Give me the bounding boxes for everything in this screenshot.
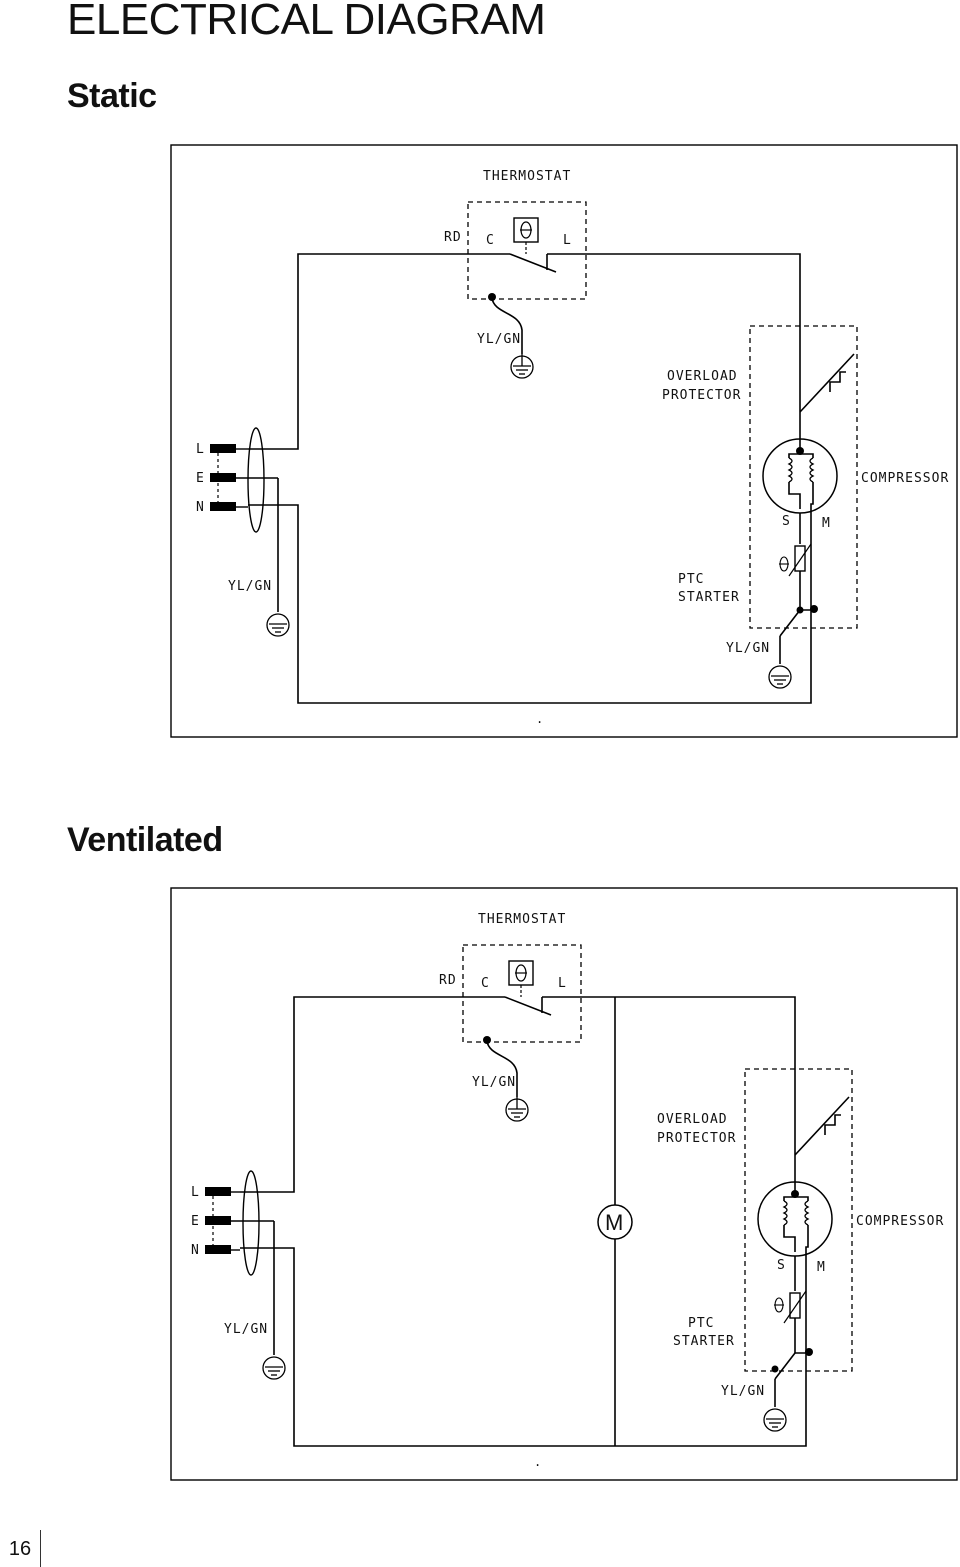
- plug-n-label: N: [191, 1243, 200, 1258]
- plug-pins-icon: [205, 1170, 274, 1276]
- compressor-yl-gn-label: YL/GN: [726, 641, 770, 656]
- thermostat-yl-gn-label: YL/GN: [472, 1075, 516, 1090]
- ptc-junction-node: [810, 605, 818, 613]
- ptc-label-line2: STARTER: [678, 590, 740, 605]
- plug-earth-icon: [266, 613, 290, 637]
- plug-l-label: L: [191, 1185, 200, 1200]
- thermostat-earth-node: [483, 1036, 491, 1044]
- live-wire: [248, 253, 510, 450]
- live-wire: [240, 996, 505, 1193]
- overload-label-line1: OVERLOAD: [667, 369, 738, 384]
- l-contact-label: L: [558, 976, 567, 991]
- page-title: ELECTRICAL DIAGRAM: [67, 0, 546, 44]
- thermostat-earth-icon: [505, 1097, 529, 1122]
- compressor-earth-lead: [779, 609, 801, 637]
- neutral-wire: [248, 504, 812, 704]
- ptc-starter-icon: [779, 543, 812, 577]
- diagram-frame: [170, 887, 958, 1481]
- c-label: C: [481, 976, 490, 991]
- ptc-label-line2: STARTER: [673, 1334, 735, 1349]
- rd-label: RD: [439, 973, 457, 988]
- compressor-label: COMPRESSOR: [856, 1214, 944, 1229]
- ptc-to-m-wire: [799, 571, 811, 611]
- thermostat-sensor-icon: [508, 960, 534, 997]
- thermostat-earth-node: [488, 293, 496, 301]
- thermostat-sensor-icon: [513, 217, 539, 254]
- compressor-earth-icon: [768, 665, 792, 689]
- thermostat-dashed-box: [467, 201, 587, 300]
- ptc-label-line1: PTC: [688, 1316, 714, 1331]
- l-contact-label: L: [563, 233, 572, 248]
- m-terminal-label: M: [822, 516, 831, 531]
- plug-yl-gn-label: YL/GN: [224, 1322, 268, 1337]
- static-wiring-diagram: THERMOSTAT RD C L YL/GN OVERLOAD PROTECT…: [170, 144, 958, 738]
- plug-earth-icon: [262, 1356, 286, 1380]
- page-number: 16: [8, 1538, 32, 1560]
- overload-label-line2: PROTECTOR: [657, 1131, 736, 1146]
- diagram-frame: [170, 144, 958, 738]
- overload-protector-icon: [794, 1096, 850, 1156]
- thermostat-label: THERMOSTAT: [483, 169, 571, 184]
- static-section-title: Static: [67, 77, 157, 115]
- page-number-divider: [40, 1530, 41, 1567]
- compressor-earth-node: [771, 1365, 779, 1373]
- thermostat-label: THERMOSTAT: [478, 912, 566, 927]
- ptc-to-m-wire: [794, 1318, 806, 1354]
- overload-label-line2: PROTECTOR: [662, 388, 741, 403]
- ptc-junction-node: [805, 1348, 813, 1356]
- fan-motor-label: M: [605, 1210, 623, 1235]
- compressor-yl-gn-label: YL/GN: [721, 1384, 765, 1399]
- rd-label: RD: [444, 230, 462, 245]
- thermostat-yl-gn-label: YL/GN: [477, 332, 521, 347]
- plug-l-label: L: [196, 442, 205, 457]
- thermostat-earth-lead: [486, 1040, 518, 1097]
- compressor-earth-lead: [774, 1352, 796, 1380]
- fan-motor-icon: [597, 1204, 633, 1240]
- thermostat-to-compressor-wire: [542, 996, 796, 1155]
- thermostat-to-compressor-wire: [547, 253, 801, 412]
- neutral-wire: [240, 1247, 807, 1447]
- diagram-footer-mark: .: [536, 712, 543, 726]
- plug-pins-icon: [210, 427, 278, 533]
- compressor-dashed-box: [749, 325, 858, 629]
- thermostat-switch: [509, 253, 557, 273]
- compressor-motor-icon: [762, 438, 838, 514]
- thermostat-earth-lead: [491, 297, 523, 354]
- s-terminal-label: S: [777, 1258, 786, 1273]
- thermostat-dashed-box: [462, 944, 582, 1043]
- ptc-label-line1: PTC: [678, 572, 704, 587]
- plug-n-label: N: [196, 500, 205, 515]
- ventilated-section-title: Ventilated: [67, 821, 223, 859]
- ptc-starter-icon: [774, 1290, 807, 1324]
- plug-yl-gn-label: YL/GN: [228, 579, 272, 594]
- overload-protector-icon: [799, 353, 855, 413]
- m-terminal-label: M: [817, 1260, 826, 1275]
- compressor-earth-node: [796, 606, 804, 614]
- compressor-dashed-box: [744, 1068, 853, 1372]
- c-label: C: [486, 233, 495, 248]
- plug-e-label: E: [196, 471, 205, 486]
- thermostat-switch: [504, 996, 552, 1016]
- compressor-motor-icon: [757, 1181, 833, 1257]
- ventilated-wiring-diagram: THERMOSTAT RD C L YL/GN M OVERLOAD PROTE…: [170, 887, 958, 1481]
- compressor-label: COMPRESSOR: [861, 471, 949, 486]
- s-terminal-label: S: [782, 514, 791, 529]
- plug-e-label: E: [191, 1214, 200, 1229]
- overload-label-line1: OVERLOAD: [657, 1112, 728, 1127]
- compressor-earth-icon: [763, 1408, 787, 1432]
- diagram-footer-mark: .: [534, 1455, 541, 1469]
- thermostat-earth-icon: [510, 354, 534, 379]
